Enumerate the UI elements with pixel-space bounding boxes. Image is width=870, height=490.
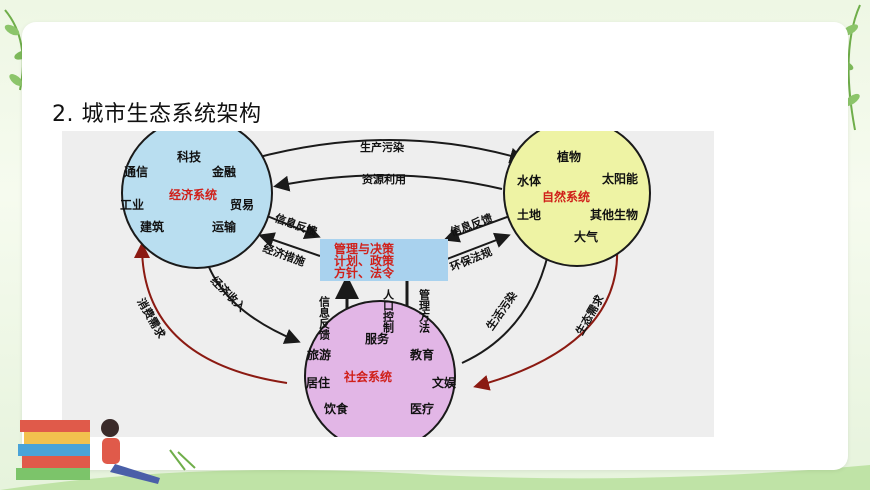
- soc-item-service: 服务: [365, 331, 390, 346]
- soc-item-entertainment: 文娱: [432, 375, 457, 390]
- econ-item-finance: 金融: [211, 164, 236, 179]
- social-system-circle: [304, 300, 456, 437]
- arrow-economic-measures: [258, 232, 321, 257]
- arrow-life-pollution: [461, 242, 556, 364]
- nat-item-water: 水体: [517, 173, 542, 188]
- label-production-pollution: 生产污染: [360, 140, 405, 154]
- center-line-2: 计划、政策: [334, 253, 395, 268]
- natural-system-circle: [503, 131, 651, 267]
- label-economic-income: 经济收入: [208, 273, 249, 314]
- arrow-env-law: [446, 232, 511, 260]
- nat-item-other-life: 其他生物: [590, 207, 638, 222]
- econ-item-communication: 通信: [124, 164, 148, 179]
- soc-item-housing: 居住: [306, 375, 330, 390]
- econ-item-trade: 贸易: [230, 197, 254, 212]
- natural-system-title: 自然系统: [542, 189, 590, 204]
- arrow-production-pollution: [251, 139, 526, 164]
- nat-item-land: 土地: [517, 207, 541, 222]
- economic-system-title: 经济系统: [169, 187, 217, 202]
- label-population-control: 人口控制: [382, 288, 395, 334]
- arrow-info-feedback-left: [266, 215, 321, 239]
- label-info-feedback-left: 信息反馈: [273, 211, 319, 239]
- economic-system-circle: [121, 131, 273, 269]
- page-title: 2. 城市生态系统架构: [52, 102, 262, 127]
- soc-item-medical: 医疗: [410, 401, 434, 416]
- person-head-icon: [101, 419, 119, 437]
- center-management-box: [320, 239, 448, 281]
- soc-item-education: 教育: [409, 347, 434, 362]
- label-env-law: 环保法规: [448, 244, 494, 273]
- soc-item-tourism: 旅游: [307, 347, 331, 362]
- book-icon: [22, 456, 90, 468]
- center-line-3: 方针、法令: [334, 265, 395, 280]
- grass-decoration-bottom: [0, 465, 870, 490]
- label-economic-measures: 经济措施: [261, 241, 307, 269]
- econ-item-construction: 建筑: [139, 219, 164, 234]
- label-management-method: 管理方法: [418, 288, 431, 334]
- label-info-feedback-bottom: 信息反馈: [318, 295, 331, 341]
- nat-item-plants: 植物: [556, 149, 581, 164]
- center-line-1: 管理与决策: [334, 241, 395, 256]
- econ-item-industry: 工业: [120, 197, 144, 212]
- nat-item-solar: 太阳能: [602, 171, 638, 186]
- social-system-title: 社会系统: [343, 369, 392, 384]
- label-consumption-demand: 消费需求: [134, 296, 169, 342]
- nat-item-atmosphere: 大气: [574, 229, 598, 244]
- person-body-icon: [102, 438, 120, 464]
- label-eco-demand: 生态需求: [572, 292, 607, 338]
- econ-item-tech: 科技: [177, 149, 202, 164]
- book-icon: [16, 468, 90, 480]
- ecosystem-diagram: 科技 通信 金融 经济系统 工业 贸易 建筑 运输 植物 水体 太阳能 自然系统…: [62, 131, 714, 437]
- soc-item-diet: 饮食: [323, 401, 349, 416]
- arrow-resource-use: [273, 174, 503, 192]
- econ-item-transport: 运输: [212, 219, 237, 234]
- label-info-feedback-right: 信息反馈: [448, 211, 494, 239]
- label-life-pollution: 生活污染: [483, 288, 520, 333]
- arrow-info-feedback-right: [443, 215, 511, 243]
- reading-girl-illustration: [16, 419, 196, 484]
- book-icon: [24, 432, 90, 444]
- book-icon: [18, 444, 90, 456]
- arrow-consumption-demand: [134, 242, 288, 384]
- label-resource-use: 资源利用: [362, 172, 406, 186]
- arrow-eco-demand: [473, 245, 619, 391]
- book-icon: [20, 420, 90, 432]
